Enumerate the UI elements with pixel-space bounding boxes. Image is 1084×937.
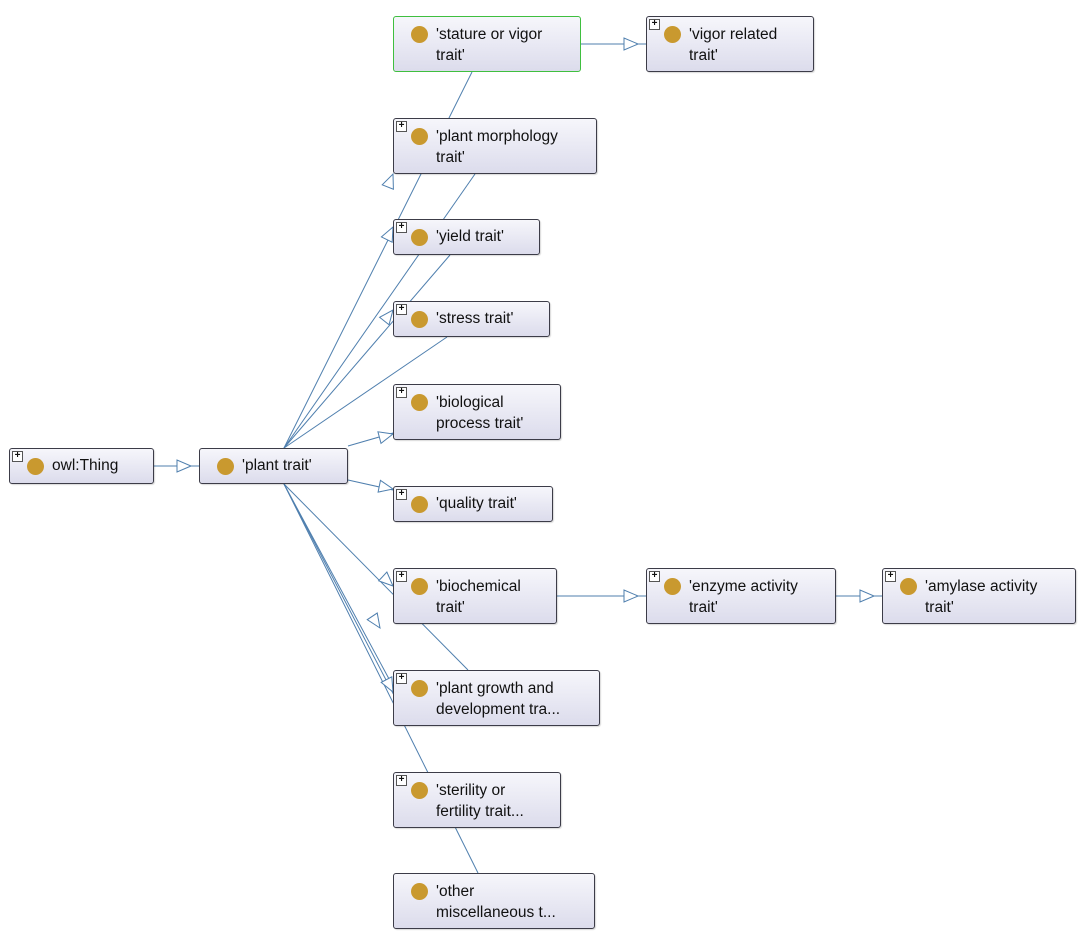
class-circle-icon	[411, 782, 428, 799]
class-node-label-line: 'plant morphology	[436, 128, 558, 145]
expand-plus-icon[interactable]: +	[396, 222, 407, 233]
class-node-thing[interactable]: + owl:Thing	[9, 448, 154, 484]
class-node-label: 'plant morphology trait'	[436, 126, 558, 168]
class-node-label: 'plant growth and development tra...	[436, 678, 560, 720]
expand-plus-icon[interactable]: +	[885, 571, 896, 582]
class-node-label-line: 'enzyme activity	[689, 578, 798, 595]
class-circle-icon	[664, 578, 681, 595]
arrowhead-plant_trait-to-biochem	[377, 571, 394, 587]
class-node-morphology[interactable]: + 'plant morphology trait'	[393, 118, 597, 174]
class-node-misc[interactable]: 'other miscellaneous t...	[393, 873, 595, 929]
class-node-label-line: 'plant trait'	[242, 457, 312, 474]
class-node-label-line: fertility trait...	[436, 803, 524, 820]
class-node-label: 'amylase activity trait'	[925, 576, 1037, 618]
class-node-label-line: owl:Thing	[52, 457, 119, 474]
class-node-label: 'quality trait'	[436, 493, 517, 514]
class-node-label-line: 'biological	[436, 394, 504, 411]
class-node-label-line: 'amylase activity	[925, 578, 1038, 595]
class-node-label-line: 'biochemical	[436, 578, 521, 595]
class-circle-icon	[411, 311, 428, 328]
arrowhead-stature-to-vigor	[623, 37, 640, 51]
arrowhead-thing-to-plant_trait	[176, 459, 193, 473]
class-node-label: 'biochemical trait'	[436, 576, 521, 618]
expand-plus-icon[interactable]: +	[12, 451, 23, 462]
class-node-label-line: 'other	[436, 883, 475, 900]
class-node-enzyme[interactable]: + 'enzyme activity trait'	[646, 568, 836, 624]
class-circle-icon	[411, 883, 428, 900]
class-node-label: 'other miscellaneous t...	[436, 881, 556, 923]
class-node-yield[interactable]: + 'yield trait'	[393, 219, 540, 255]
class-node-label-line: 'stress trait'	[436, 310, 514, 327]
expand-plus-icon[interactable]: +	[649, 19, 660, 30]
arrowhead-enzyme-to-amylase	[859, 589, 876, 603]
class-node-quality[interactable]: + 'quality trait'	[393, 486, 553, 522]
arrowhead-plant_trait-to-yield	[380, 225, 394, 243]
expand-plus-icon[interactable]: +	[396, 304, 407, 315]
class-node-label-line: 'stature or vigor	[436, 26, 543, 43]
arrowhead-plant_trait-to-morphology	[381, 172, 394, 190]
class-node-label-line: trait'	[436, 599, 465, 616]
class-node-biochem[interactable]: + 'biochemical trait'	[393, 568, 557, 624]
class-node-label: 'vigor related trait'	[689, 24, 777, 66]
class-node-label-line: 'quality trait'	[436, 495, 517, 512]
class-node-label-line: trait'	[689, 47, 718, 64]
class-node-label-line: miscellaneous t...	[436, 904, 556, 921]
expand-plus-icon[interactable]: +	[396, 775, 407, 786]
class-node-label: 'sterility or fertility trait...	[436, 780, 524, 822]
class-circle-icon	[411, 680, 428, 697]
class-node-label: 'stature or vigor trait'	[436, 24, 542, 66]
class-circle-icon	[217, 458, 234, 475]
class-node-label: 'enzyme activity trait'	[689, 576, 798, 618]
class-circle-icon	[27, 458, 44, 475]
class-node-label: owl:Thing	[52, 455, 118, 476]
class-node-vigor[interactable]: + 'vigor related trait'	[646, 16, 814, 72]
class-node-label: 'plant trait'	[242, 455, 312, 476]
class-circle-icon	[664, 26, 681, 43]
arrowhead-plant_trait-to-bioproc	[377, 431, 395, 445]
class-node-label-line: 'sterility or	[436, 782, 506, 799]
class-node-label-line: process trait'	[436, 415, 524, 432]
class-node-stature[interactable]: 'stature or vigor trait'	[393, 16, 581, 72]
edge-plant_trait-to-quality	[347, 479, 394, 491]
class-circle-icon	[900, 578, 917, 595]
class-node-label-line: 'plant growth and	[436, 680, 554, 697]
class-circle-icon	[411, 496, 428, 513]
class-circle-icon	[411, 578, 428, 595]
arrowhead-plant_trait-to-quality	[377, 479, 395, 493]
class-node-label-line: trait'	[925, 599, 954, 616]
class-node-label: 'stress trait'	[436, 308, 513, 329]
edge-plant_trait-to-bioproc	[347, 432, 394, 447]
class-node-label-line: trait'	[689, 599, 718, 616]
edge-plant_trait-to-sterility	[283, 483, 411, 727]
class-circle-icon	[411, 26, 428, 43]
class-circle-icon	[411, 394, 428, 411]
class-node-bioproc[interactable]: + 'biological process trait'	[393, 384, 561, 440]
class-node-label-line: 'vigor related	[689, 26, 778, 43]
expand-plus-icon[interactable]: +	[396, 489, 407, 500]
arrowhead-plant_trait-to-stress	[378, 309, 394, 326]
class-node-label-line: 'yield trait'	[436, 228, 504, 245]
arrowhead-plant_trait-to-sterility	[380, 676, 394, 694]
class-node-label-line: trait'	[436, 47, 465, 64]
arrowhead-plant_trait-to-growth	[366, 612, 381, 630]
expand-plus-icon[interactable]: +	[396, 571, 407, 582]
class-node-label-line: development tra...	[436, 701, 561, 718]
class-node-label: 'biological process trait'	[436, 392, 523, 434]
class-node-stress[interactable]: + 'stress trait'	[393, 301, 550, 337]
edge-plant_trait-to-misc	[283, 483, 396, 691]
expand-plus-icon[interactable]: +	[396, 387, 407, 398]
class-node-sterility[interactable]: + 'sterility or fertility trait...	[393, 772, 561, 828]
class-circle-icon	[411, 128, 428, 145]
class-circle-icon	[411, 229, 428, 246]
class-node-label-line: trait'	[436, 149, 465, 166]
arrowhead-biochem-to-enzyme	[623, 589, 640, 603]
class-node-growth[interactable]: + 'plant growth and development tra...	[393, 670, 600, 726]
expand-plus-icon[interactable]: +	[649, 571, 660, 582]
class-node-label: 'yield trait'	[436, 226, 504, 247]
expand-plus-icon[interactable]: +	[396, 673, 407, 684]
expand-plus-icon[interactable]: +	[396, 121, 407, 132]
class-node-amylase[interactable]: + 'amylase activity trait'	[882, 568, 1076, 624]
class-node-plant-trait[interactable]: 'plant trait'	[199, 448, 348, 484]
